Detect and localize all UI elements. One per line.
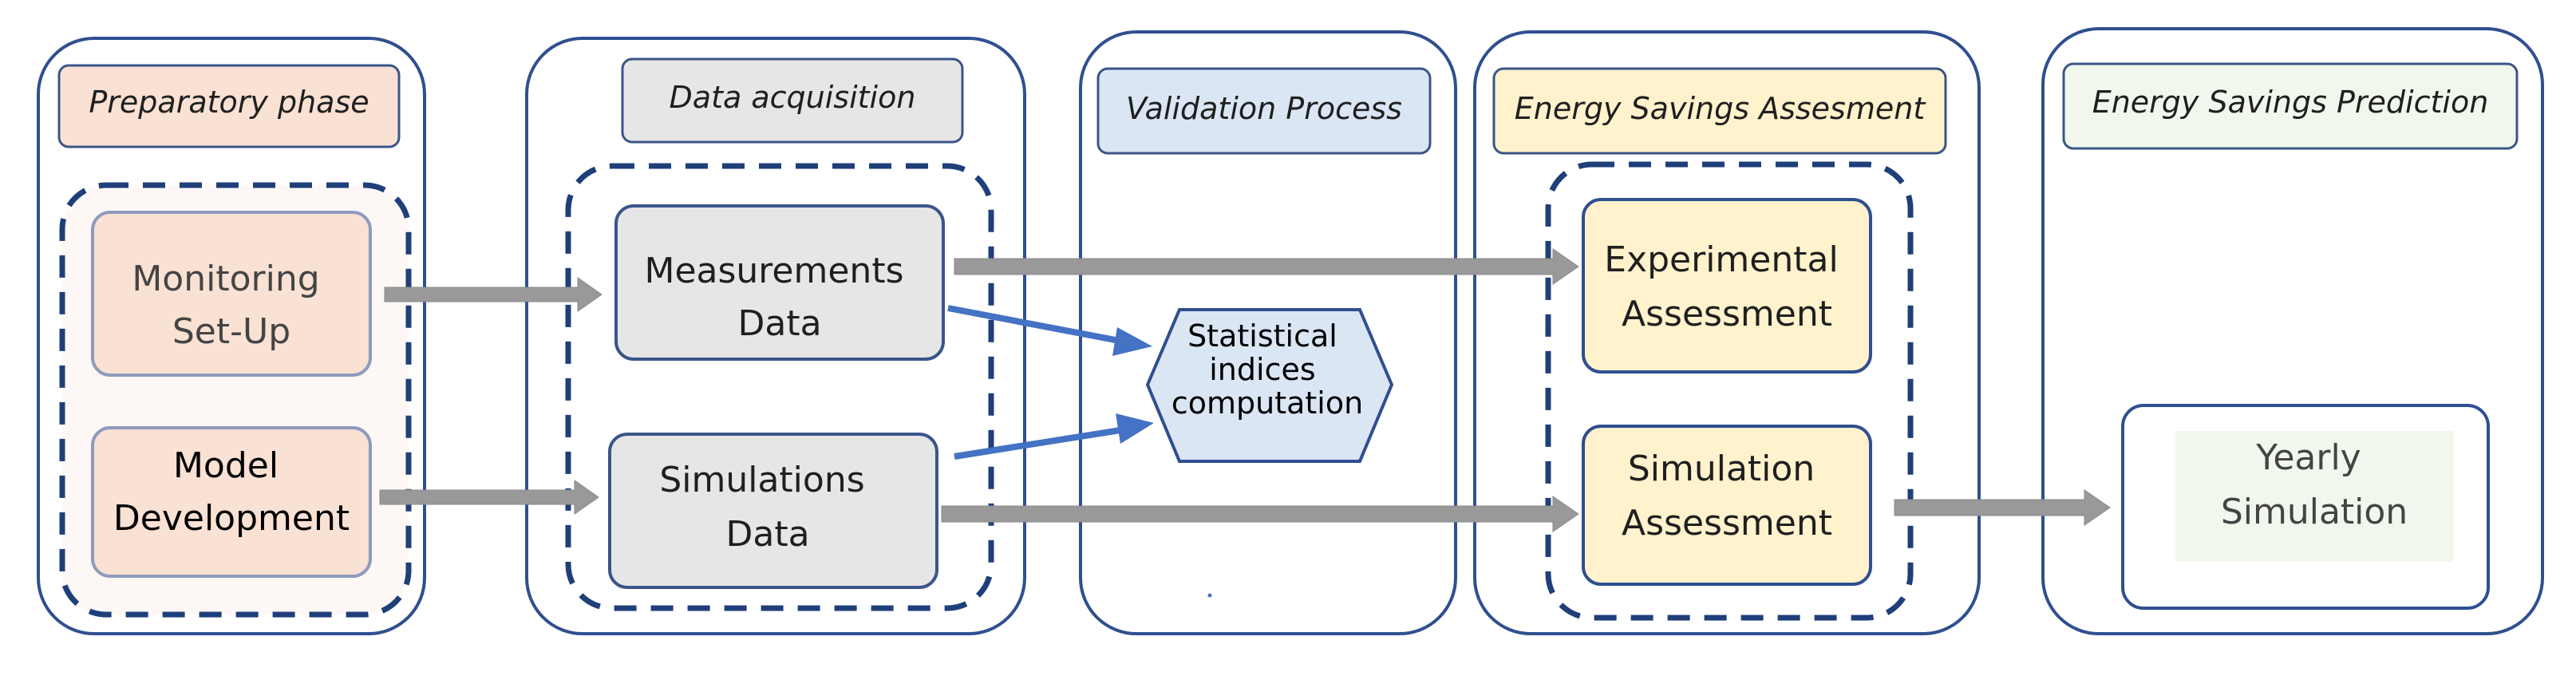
energy-savings-assessment-header: Energy Savings Assesment <box>1515 91 1927 126</box>
statistical-indices-label: Statistical indices computation <box>1171 318 1363 421</box>
data-acquisition-header: Data acquisition <box>670 80 916 115</box>
energy-savings-assessment-header-box <box>1492 67 1947 155</box>
arrow-monitoring-to-measurements <box>384 277 603 312</box>
model-development-label: Model Development <box>113 445 350 539</box>
validation-process-header: Validation Process <box>1126 91 1402 126</box>
experimental-assessment-box <box>1582 198 1872 374</box>
preparatory-phase-header: Preparatory phase <box>89 85 369 120</box>
arrow-simulation-assessment-to-yearly <box>1894 489 2111 526</box>
preparatory-phase-header-box <box>57 64 401 148</box>
decorative-dot <box>1207 593 1212 598</box>
energy-savings-prediction-header-box <box>2062 62 2519 150</box>
measurements-data-box <box>614 204 945 361</box>
experimental-assessment-label: Experimental Assessment <box>1604 239 1849 334</box>
arrow-measurements-to-statistics-head <box>1112 327 1152 356</box>
yearly-simulation-inner-fill <box>2175 431 2453 562</box>
arrow-measurements-to-statistics <box>947 305 1124 345</box>
monitoring-setup-box <box>91 211 372 377</box>
arrow-simulations-to-statistics <box>954 426 1126 460</box>
simulation-assessment-box <box>1582 425 1872 586</box>
validation-process-header-box <box>1096 67 1432 155</box>
statistical-indices-hexagon <box>1145 308 1394 463</box>
arrow-simulations-to-statistics-head <box>1116 413 1154 444</box>
measurements-data-label: Measurements Data <box>645 251 915 344</box>
simulations-data-box <box>608 433 938 589</box>
simulation-assessment-label: Simulation Assessment <box>1622 449 1832 544</box>
arrow-model-to-simulations <box>379 480 599 515</box>
arrow-measurements-to-experimental <box>954 248 1579 285</box>
model-development-box <box>91 426 372 578</box>
arrow-simulations-to-simulation-assessment <box>941 496 1579 532</box>
data-acquisition-header-box <box>621 57 964 144</box>
energy-savings-prediction-header: Energy Savings Prediction <box>2092 85 2489 120</box>
monitoring-setup-label: Monitoring Set-Up <box>132 259 330 352</box>
yearly-simulation-label: Yearly Simulation <box>2221 437 2408 532</box>
simulations-data-label: Simulations Data <box>659 460 875 555</box>
